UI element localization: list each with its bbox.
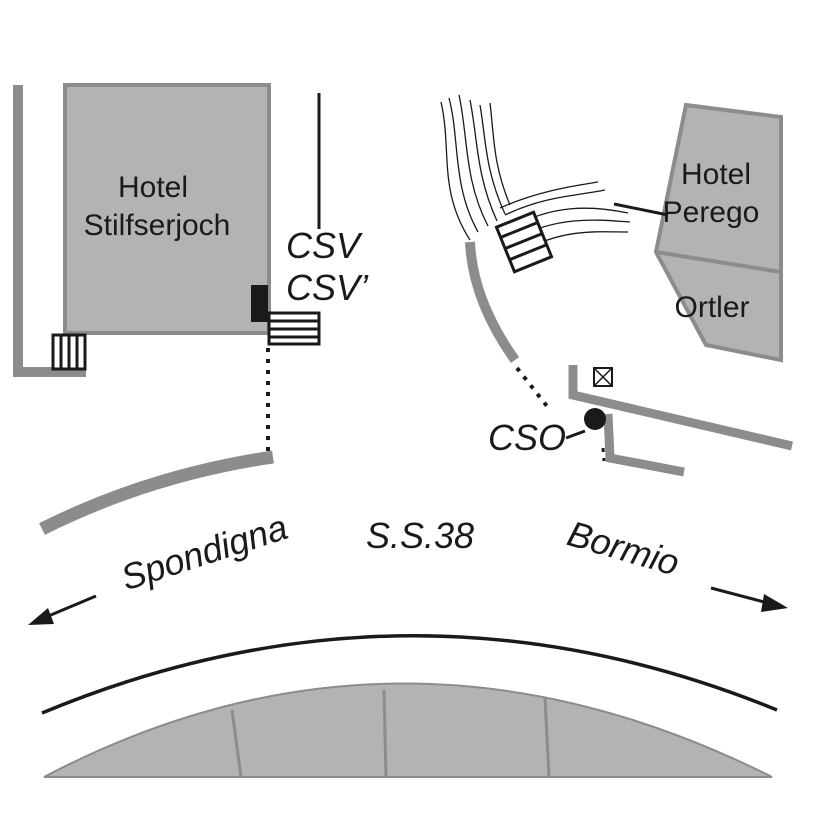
hotel-stilfserjoch-label-line1: Hotel xyxy=(118,171,188,204)
road-edge-left xyxy=(39,450,274,535)
plaza xyxy=(43,682,773,778)
direction-left-label: Spondigna xyxy=(116,506,292,598)
cso-label: CSO xyxy=(488,417,566,458)
cso-dotted-path xyxy=(515,366,552,412)
hotel-perego-label-line1: Hotel xyxy=(681,158,751,191)
hotel-stilfserjoch-label-line2: Stilfserjoch xyxy=(84,209,231,242)
plaza-seam-3 xyxy=(543,697,551,778)
csv-station: CSV CSV’ xyxy=(266,93,369,455)
station-dot-icon xyxy=(584,408,606,430)
cso-wall-lower xyxy=(603,413,685,477)
stream-lines xyxy=(440,94,631,251)
cso-tick xyxy=(601,447,606,462)
arrow-right-icon xyxy=(710,586,788,612)
csv-label: CSV xyxy=(286,225,363,266)
stairs-icon xyxy=(494,210,554,274)
path-to-cso xyxy=(465,241,520,363)
building-divider xyxy=(655,250,782,274)
cso-wall-upper xyxy=(568,365,794,451)
cso-station: CSO xyxy=(488,365,794,477)
cso-leader-line xyxy=(565,429,586,440)
stairs-icon xyxy=(51,333,87,371)
road-outer-curve xyxy=(41,634,778,715)
hotel-stilfserjoch-side-wall xyxy=(13,85,86,377)
stairs-icon xyxy=(267,311,321,346)
hotel-perego-building xyxy=(653,102,783,363)
road-label: S.S.38 xyxy=(366,515,474,556)
direction-right-label: Bormio xyxy=(563,513,684,584)
plaza-seam-2 xyxy=(382,689,388,778)
hotel-perego: Hotel Perego Ortler xyxy=(613,102,783,363)
csv-prime-label: CSV’ xyxy=(286,267,369,308)
ortler-label: Ortler xyxy=(675,291,750,324)
plaza-seam-1 xyxy=(230,709,243,778)
plaza-area xyxy=(43,682,773,778)
hotel-stilfserjoch: Hotel Stilfserjoch xyxy=(13,83,271,377)
door-block xyxy=(251,285,268,322)
arrow-left-icon xyxy=(28,594,97,625)
hotel-perego-connector xyxy=(613,202,669,217)
hotel-perego-label-line2: Perego xyxy=(663,196,760,229)
hotel-stilfserjoch-building xyxy=(63,83,271,335)
boxed-cross-icon xyxy=(593,367,613,387)
